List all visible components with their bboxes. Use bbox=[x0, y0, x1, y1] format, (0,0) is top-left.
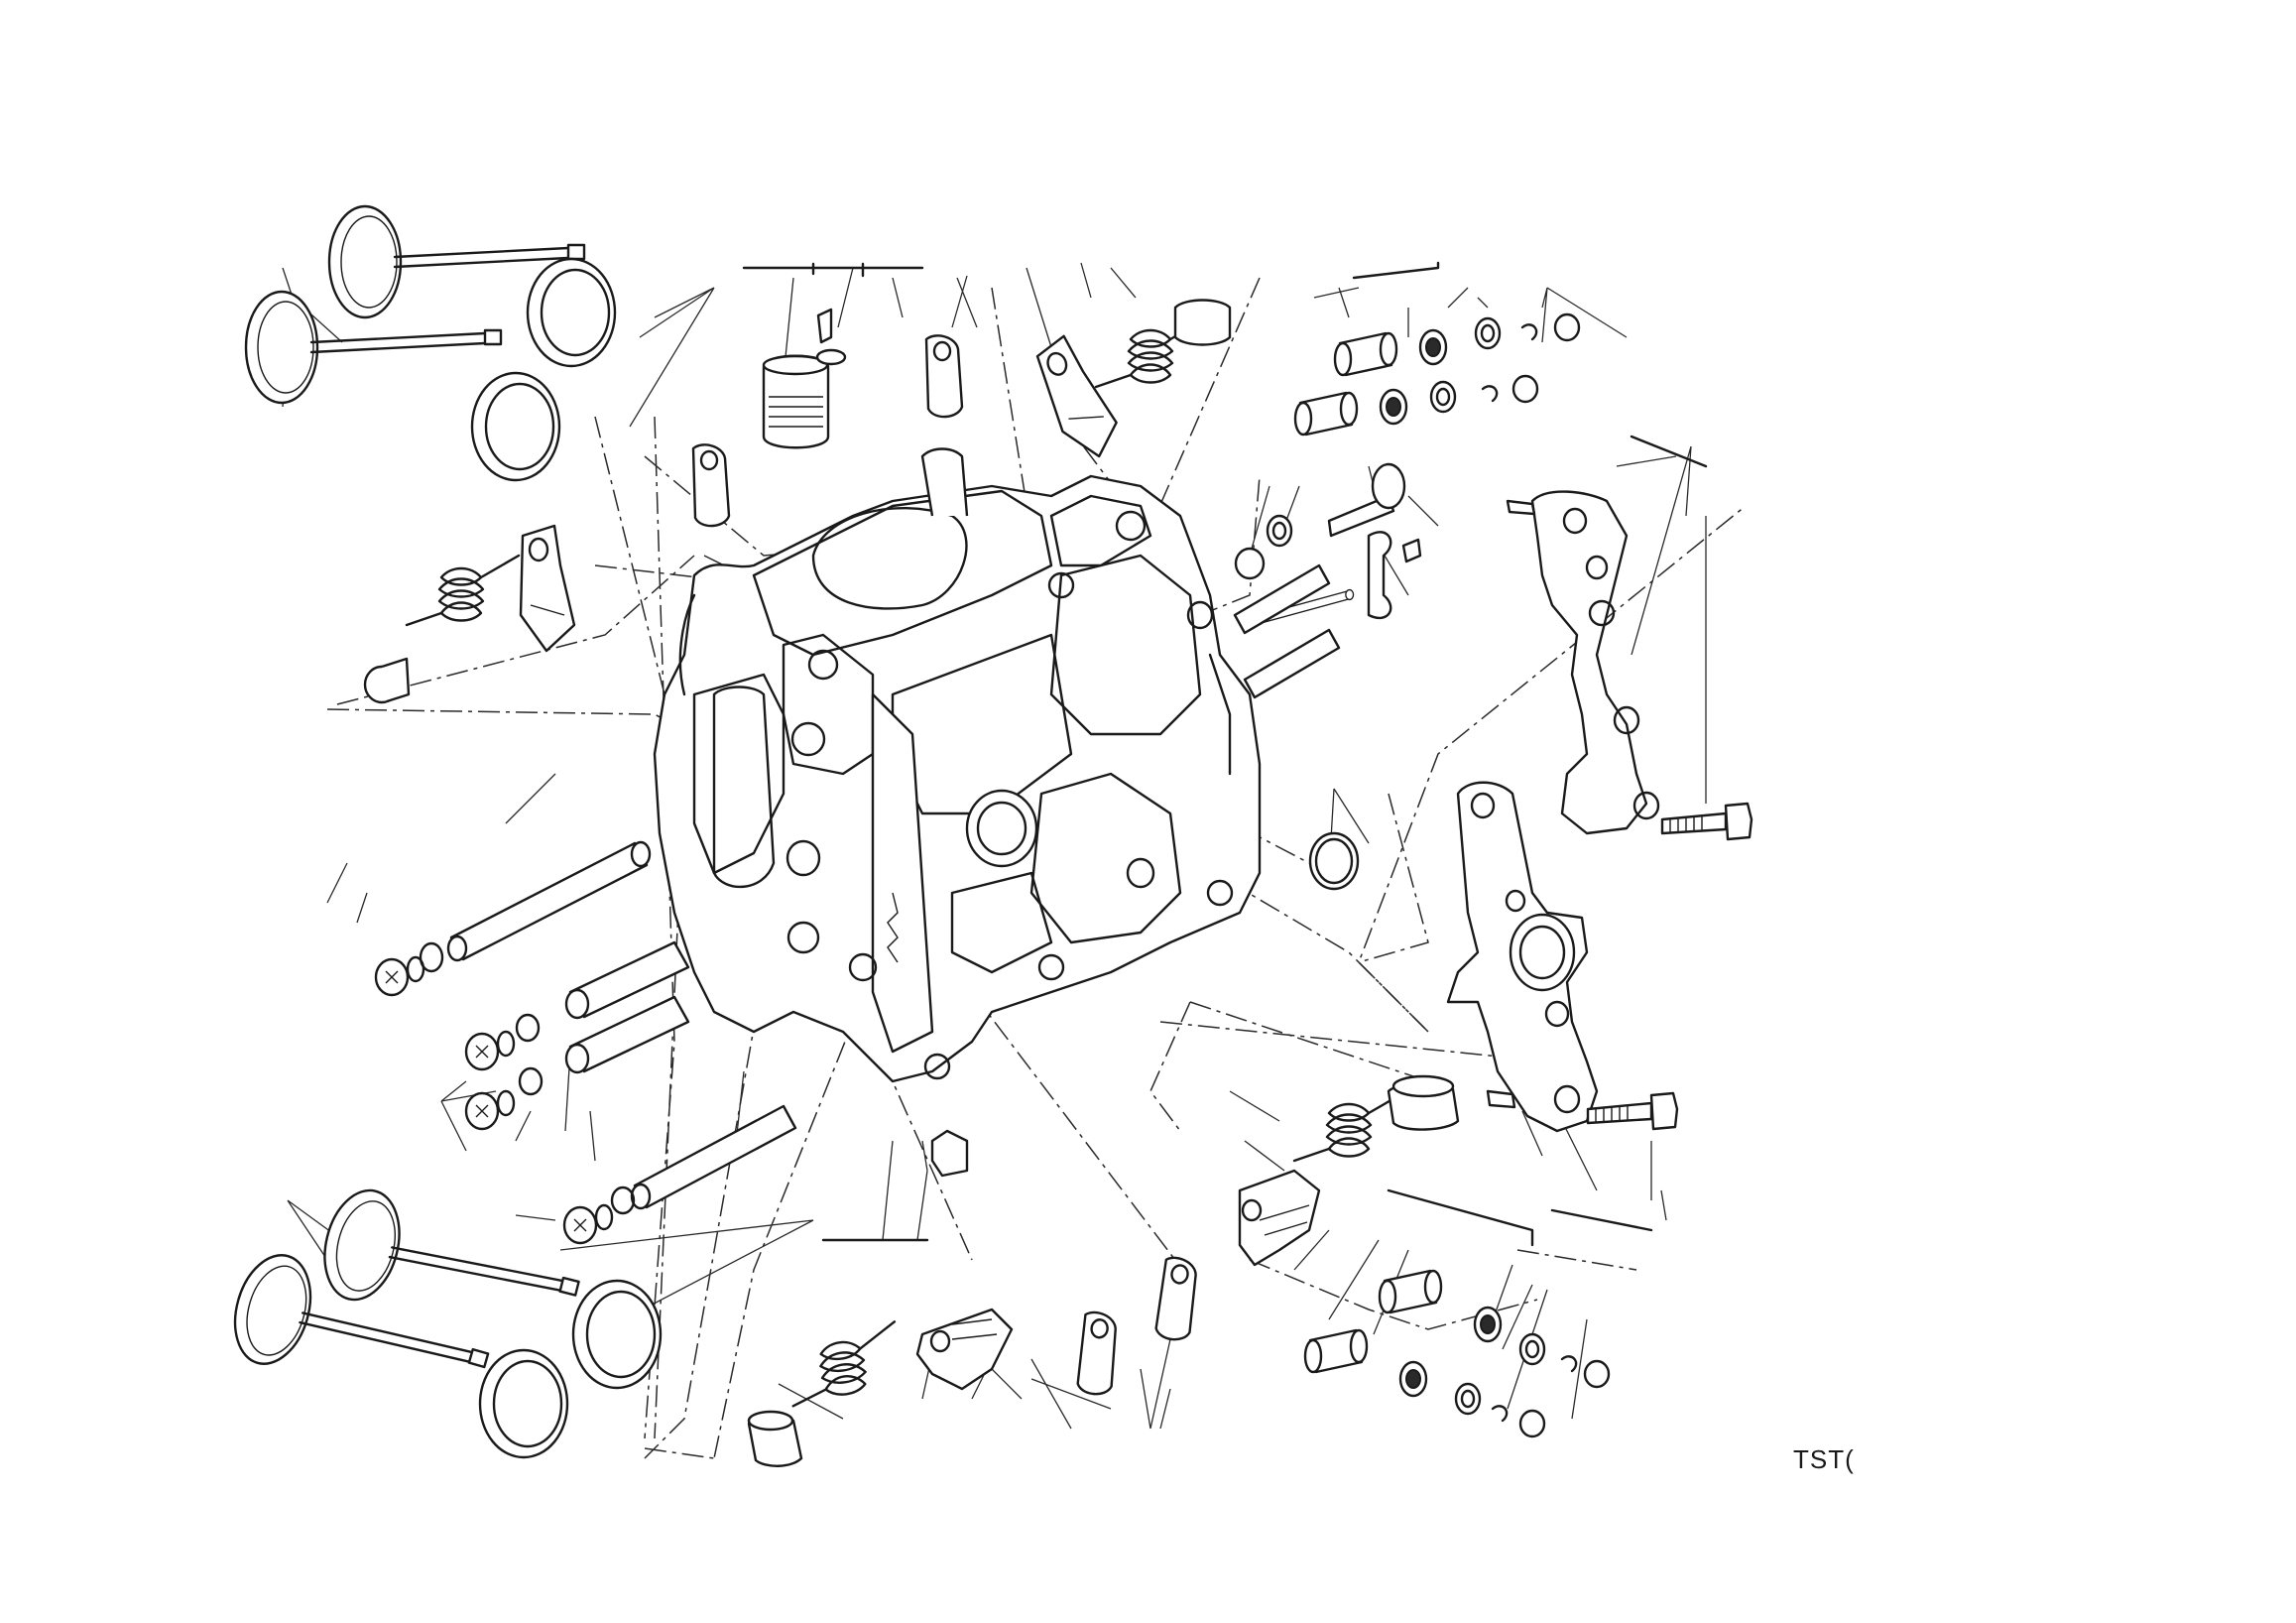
tappet-pin bbox=[1293, 391, 1359, 437]
half-cone bbox=[1429, 380, 1457, 414]
half-cone bbox=[1474, 316, 1502, 350]
left-guides-plugs bbox=[374, 840, 797, 1245]
spring-cup bbox=[1379, 388, 1408, 426]
valve-seat-ring bbox=[470, 371, 561, 482]
cap bbox=[1583, 1359, 1611, 1389]
stud bbox=[1506, 499, 1536, 516]
top-left-valves bbox=[244, 204, 617, 482]
camshaft-support-upper bbox=[1506, 490, 1753, 841]
spring-cup bbox=[1473, 1306, 1503, 1343]
top-right-tappets bbox=[1293, 312, 1581, 437]
washer bbox=[815, 348, 847, 366]
o-ring bbox=[515, 1013, 541, 1043]
rocker-arm bbox=[1238, 1169, 1321, 1267]
bolt bbox=[1586, 1091, 1679, 1131]
drawing-code-label: TST( bbox=[1793, 1444, 1855, 1474]
rocker-spring bbox=[405, 554, 521, 627]
top-left-rocker-group bbox=[363, 524, 576, 704]
valve-guide bbox=[633, 1104, 797, 1209]
screw bbox=[816, 308, 833, 344]
intake-valve bbox=[312, 1181, 590, 1354]
valve-seat-ring bbox=[571, 1279, 663, 1390]
screw bbox=[1401, 538, 1422, 563]
plug bbox=[562, 1203, 614, 1245]
bottom-right-rocker-group bbox=[1238, 1074, 1460, 1267]
valve-guide bbox=[1233, 563, 1331, 635]
half-cone bbox=[1454, 1382, 1482, 1416]
right-upper-small-parts bbox=[1233, 462, 1422, 891]
rocker-spring bbox=[782, 1320, 906, 1408]
rocker-arm bbox=[1030, 327, 1127, 467]
cap bbox=[1518, 1409, 1546, 1438]
spring-cup bbox=[1418, 328, 1448, 366]
o-ring bbox=[419, 941, 444, 973]
bottom-right-tappets bbox=[1303, 1269, 1611, 1438]
camshaft-support bbox=[1530, 490, 1648, 835]
o-ring bbox=[1308, 831, 1360, 891]
top-center-parts bbox=[691, 299, 1232, 528]
valve-seat-ring bbox=[478, 1348, 569, 1459]
tappet-pin bbox=[1333, 331, 1398, 377]
o-ring bbox=[518, 1066, 544, 1096]
bracket bbox=[1367, 531, 1392, 619]
frame-marks bbox=[742, 261, 1708, 1247]
tappet-pin bbox=[1378, 1269, 1443, 1314]
bolt bbox=[1660, 802, 1753, 841]
small-rocker bbox=[1151, 1255, 1204, 1344]
cap bbox=[1511, 374, 1539, 404]
plug bbox=[374, 955, 425, 997]
valve-guide bbox=[449, 841, 649, 961]
cylinder-head bbox=[653, 447, 1262, 1178]
small-rocker bbox=[1073, 1310, 1123, 1398]
tappet-pin bbox=[1303, 1328, 1369, 1374]
o-ring bbox=[610, 1186, 636, 1215]
half-cone bbox=[1266, 514, 1293, 548]
small-rocker bbox=[924, 334, 964, 419]
half-cone bbox=[1518, 1332, 1546, 1366]
plug bbox=[464, 1030, 516, 1071]
plug bbox=[464, 1089, 516, 1131]
plug bbox=[930, 1129, 969, 1178]
stud bbox=[1486, 1089, 1516, 1109]
bushing bbox=[1234, 547, 1266, 580]
camshaft-support-lower bbox=[1446, 781, 1679, 1133]
bottom-center-rocker-group bbox=[747, 1255, 1204, 1467]
bushing bbox=[1173, 299, 1232, 346]
rocker-arm bbox=[915, 1308, 1014, 1391]
small-rocker bbox=[691, 443, 731, 528]
spring-cup bbox=[1398, 1360, 1428, 1398]
valve-seat-ring bbox=[526, 257, 617, 368]
valve-guide bbox=[1243, 628, 1341, 699]
rocker-arm bbox=[519, 524, 576, 653]
cap bbox=[1553, 312, 1581, 342]
